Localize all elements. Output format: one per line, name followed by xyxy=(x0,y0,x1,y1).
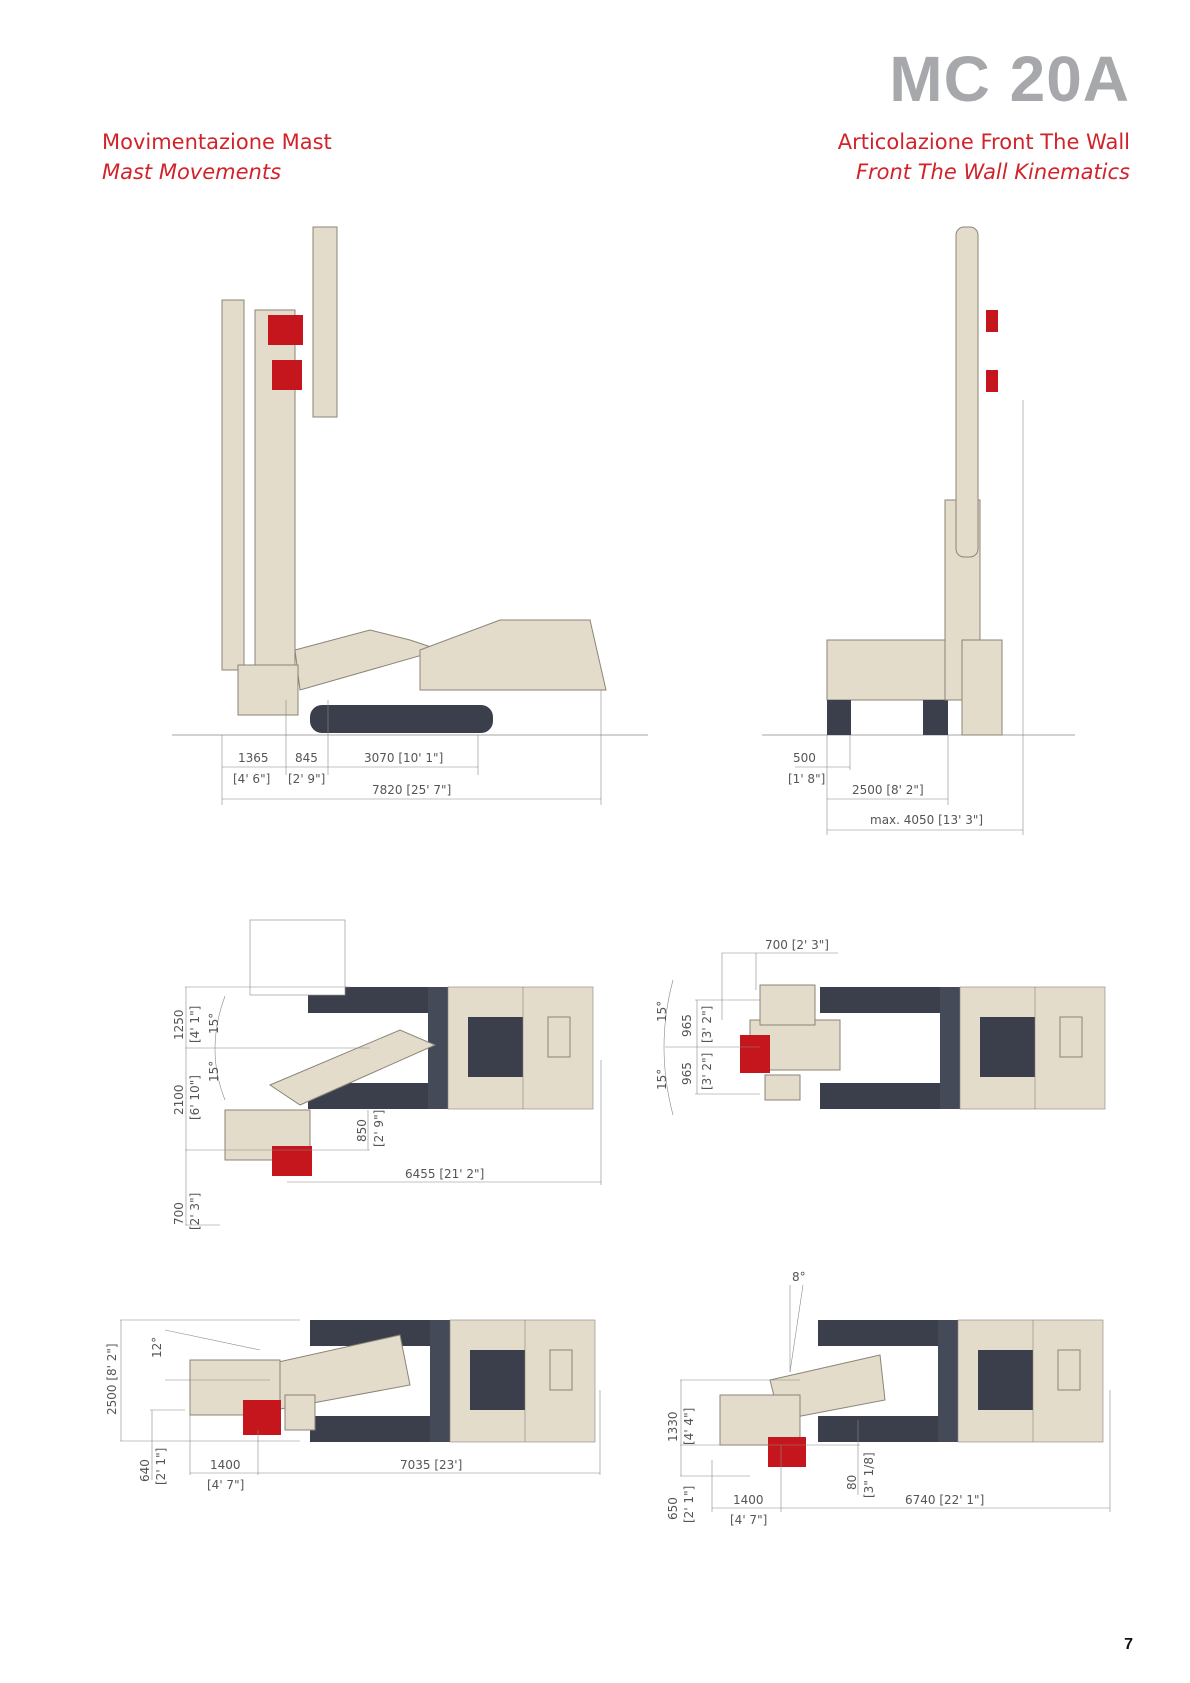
dim-500-ft: [1' 8"] xyxy=(788,772,826,786)
dim-1250: 1250 xyxy=(172,1009,186,1040)
dim-845-ft: [2' 9"] xyxy=(288,772,326,786)
ftw-heading-en: Front The Wall Kinematics xyxy=(855,160,1130,184)
top-view-3-drawing xyxy=(120,1319,601,1480)
dim-2500-width: 2500 [8' 2"] xyxy=(105,1343,119,1415)
dim-845: 845 xyxy=(295,751,318,765)
ftw-heading-it: Articolazione Front The Wall xyxy=(837,130,1130,154)
dim-2100-ft: [6' 10"] xyxy=(188,1075,202,1120)
dim-1330: 1330 xyxy=(666,1411,680,1442)
dim-7820: 7820 [25' 7"] xyxy=(372,783,452,797)
top-view-4-drawing xyxy=(680,1284,1111,1512)
dim-1400: 1400 xyxy=(210,1458,241,1472)
dim-max-4050: max. 4050 [13' 3"] xyxy=(870,813,984,827)
front-view-drawing xyxy=(762,226,1075,835)
dim-7035: 7035 [23'] xyxy=(400,1458,463,1472)
dim-650: 650 xyxy=(666,1497,680,1520)
dim-1400-ft: [4' 7"] xyxy=(207,1478,245,1492)
angle-12: 12° xyxy=(150,1336,164,1358)
side-view-drawing xyxy=(172,226,648,805)
dim-640-ft: [2' 1"] xyxy=(154,1447,168,1485)
page-number: 7 xyxy=(1124,1636,1133,1653)
angle-15-lower-ftw: 15° xyxy=(655,1068,669,1090)
dim-80-ft: [3" 1/8] xyxy=(862,1452,876,1498)
dim-6740: 6740 [22' 1"] xyxy=(905,1493,985,1507)
page-title: MC 20A xyxy=(889,43,1130,115)
top-view-1-drawing xyxy=(185,919,602,1226)
dim-1365: 1365 xyxy=(238,751,269,765)
dim-80: 80 xyxy=(845,1474,859,1490)
dim-1330-ft: [4' 4"] xyxy=(682,1407,696,1445)
dim-6455: 6455 [21' 2"] xyxy=(405,1167,485,1181)
dim-500: 500 xyxy=(793,751,816,765)
dim-2500: 2500 [8' 2"] xyxy=(852,783,924,797)
angle-15-upper: 15° xyxy=(207,1012,221,1034)
mast-heading-it: Movimentazione Mast xyxy=(102,130,332,154)
dim-3070: 3070 [10' 1"] xyxy=(364,751,444,765)
dim-965-lower: 965 xyxy=(680,1062,694,1085)
dim-965-lower-ft: [3' 2"] xyxy=(700,1052,714,1090)
dim-700-ftw: 700 [2' 3"] xyxy=(765,938,829,952)
angle-8: 8° xyxy=(792,1270,806,1284)
angle-15-lower: 15° xyxy=(207,1060,221,1082)
dim-650-ft: [2' 1"] xyxy=(682,1485,696,1523)
dim-850: 850 xyxy=(355,1119,369,1142)
mast-heading-en: Mast Movements xyxy=(102,160,282,184)
dim-700: 700 xyxy=(172,1202,186,1225)
dim-2100: 2100 xyxy=(172,1084,186,1115)
dim-700-ft: [2' 3"] xyxy=(188,1192,202,1230)
dim-1365-ft: [4' 6"] xyxy=(233,772,271,786)
dim-850-ft: [2' 9"] xyxy=(372,1109,386,1147)
dim-965-upper: 965 xyxy=(680,1014,694,1037)
dim-1400-ftw-ft: [4' 7"] xyxy=(730,1513,768,1527)
top-view-2-drawing xyxy=(663,952,1106,1116)
dim-640: 640 xyxy=(138,1459,152,1482)
dim-1250-ft: [4' 1"] xyxy=(188,1005,202,1043)
angle-15-upper-ftw: 15° xyxy=(655,1000,669,1022)
dim-1400-ftw: 1400 xyxy=(733,1493,764,1507)
dim-965-upper-ft: [3' 2"] xyxy=(700,1005,714,1043)
